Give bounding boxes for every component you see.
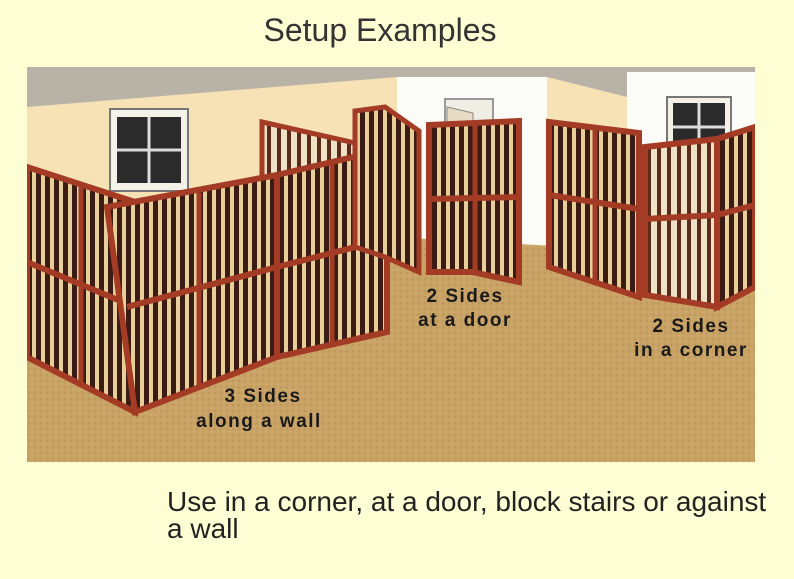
- caption-text: Use in a corner, at a door, block stairs…: [167, 486, 767, 544]
- label-three-sides-line2: along a wall: [196, 411, 322, 432]
- page-title: Setup Examples: [263, 12, 497, 48]
- window-left: [109, 108, 189, 192]
- setup-illustration: 3 Sides along a wall 2 Sides at a door 2…: [27, 67, 755, 462]
- label-corner-line1: 2 Sides: [652, 316, 729, 337]
- pen-door: [352, 104, 522, 286]
- label-door-line2: at a door: [418, 310, 512, 331]
- pen-corner: [546, 118, 755, 312]
- label-corner-line2: in a corner: [634, 340, 748, 361]
- label-three-sides-line1: 3 Sides: [224, 386, 301, 407]
- label-door-line1: 2 Sides: [426, 286, 503, 307]
